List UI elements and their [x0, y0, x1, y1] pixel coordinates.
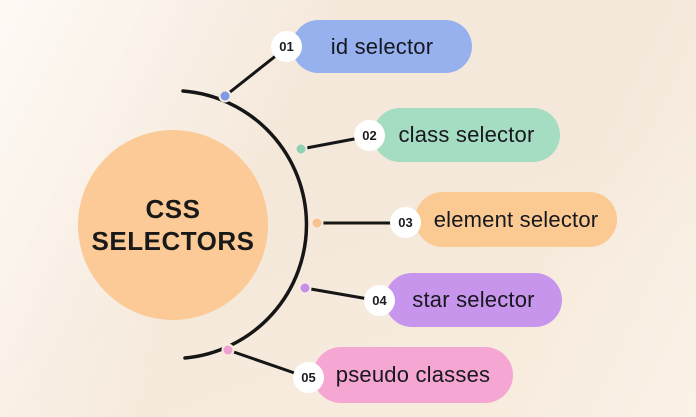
node-dot-1: [218, 89, 232, 103]
pill-element-selector: element selector: [415, 192, 617, 247]
number-badge-1: 01: [271, 31, 302, 62]
center-topic-circle: CSS SELECTORS: [78, 130, 268, 320]
pill-id-selector: id selector: [292, 20, 472, 73]
pill-class-selector: class selector: [373, 108, 560, 162]
pill-label: star selector: [412, 287, 535, 312]
center-title-line1: CSS: [145, 193, 201, 224]
pill-star-selector: star selector: [385, 273, 562, 327]
pill-label: class selector: [398, 122, 535, 147]
pill-label: id selector: [330, 33, 434, 59]
number-badge-2: 02: [354, 120, 385, 151]
node-dot-3: [310, 216, 324, 230]
node-dot-4: [298, 281, 312, 295]
pill-label: element selector: [433, 206, 599, 232]
arc-line: [181, 89, 309, 360]
number-badge-4: 04: [364, 285, 395, 316]
node-dot-5: [221, 343, 235, 357]
pill-pseudo-classes: pseudo classes: [313, 347, 513, 403]
node-dot-2: [294, 142, 308, 156]
number-badge-5: 05: [293, 362, 324, 393]
center-title-line2: SELECTORS: [91, 226, 255, 256]
number-badge-3: 03: [390, 207, 421, 238]
pill-label: pseudo classes: [335, 362, 491, 387]
